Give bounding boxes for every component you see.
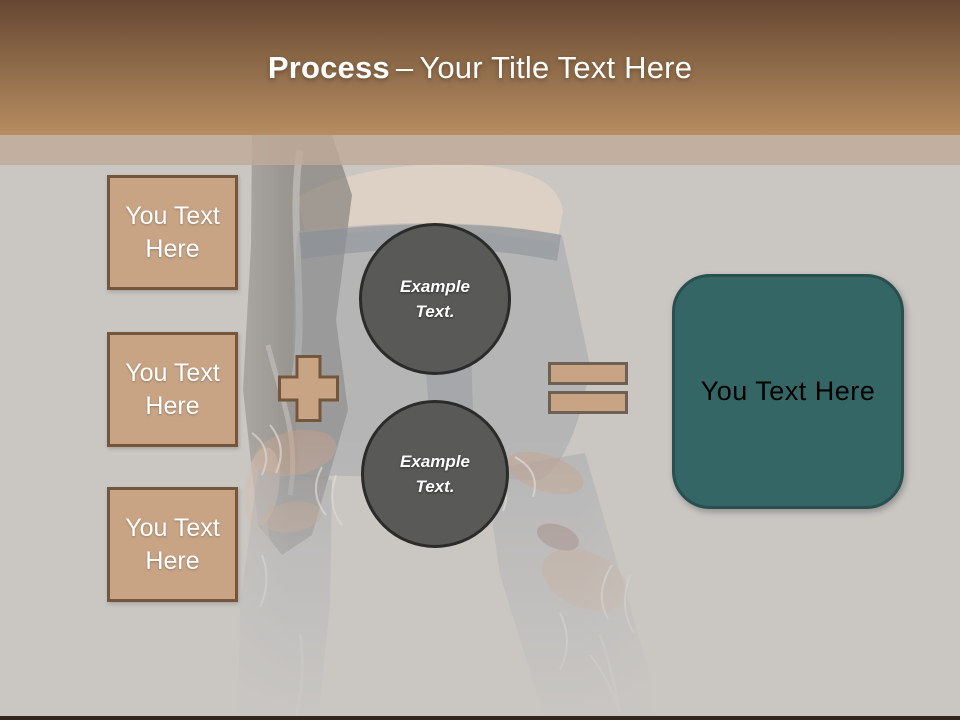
result-box-label: You Text Here: [700, 376, 876, 406]
slide-title[interactable]: Process–Your Title Text Here: [0, 50, 960, 86]
title-dash: –: [395, 50, 414, 85]
result-box[interactable]: You Text Here: [672, 274, 904, 509]
input-box-1[interactable]: You Text Here: [107, 175, 238, 290]
example-circle-1[interactable]: Example Text.: [359, 223, 511, 375]
slide-header: [0, 0, 960, 135]
example-circle-2-label: Example Text.: [400, 452, 470, 496]
input-box-3[interactable]: You Text Here: [107, 487, 238, 602]
title-rest: Your Title Text Here: [419, 50, 693, 85]
example-circle-2[interactable]: Example Text.: [361, 400, 509, 548]
equals-icon[interactable]: [548, 391, 628, 414]
input-box-2[interactable]: You Text Here: [107, 332, 238, 447]
header-accent-band: [0, 135, 960, 165]
equals-icon[interactable]: [548, 362, 628, 385]
input-box-1-label: You Text Here: [125, 201, 220, 263]
bottom-edge-bar: [0, 716, 960, 720]
example-circle-1-label: Example Text.: [400, 277, 470, 321]
input-box-2-label: You Text Here: [125, 358, 220, 420]
title-emphasis: Process: [267, 50, 390, 85]
input-box-3-label: You Text Here: [125, 513, 220, 575]
plus-icon[interactable]: [278, 355, 339, 422]
